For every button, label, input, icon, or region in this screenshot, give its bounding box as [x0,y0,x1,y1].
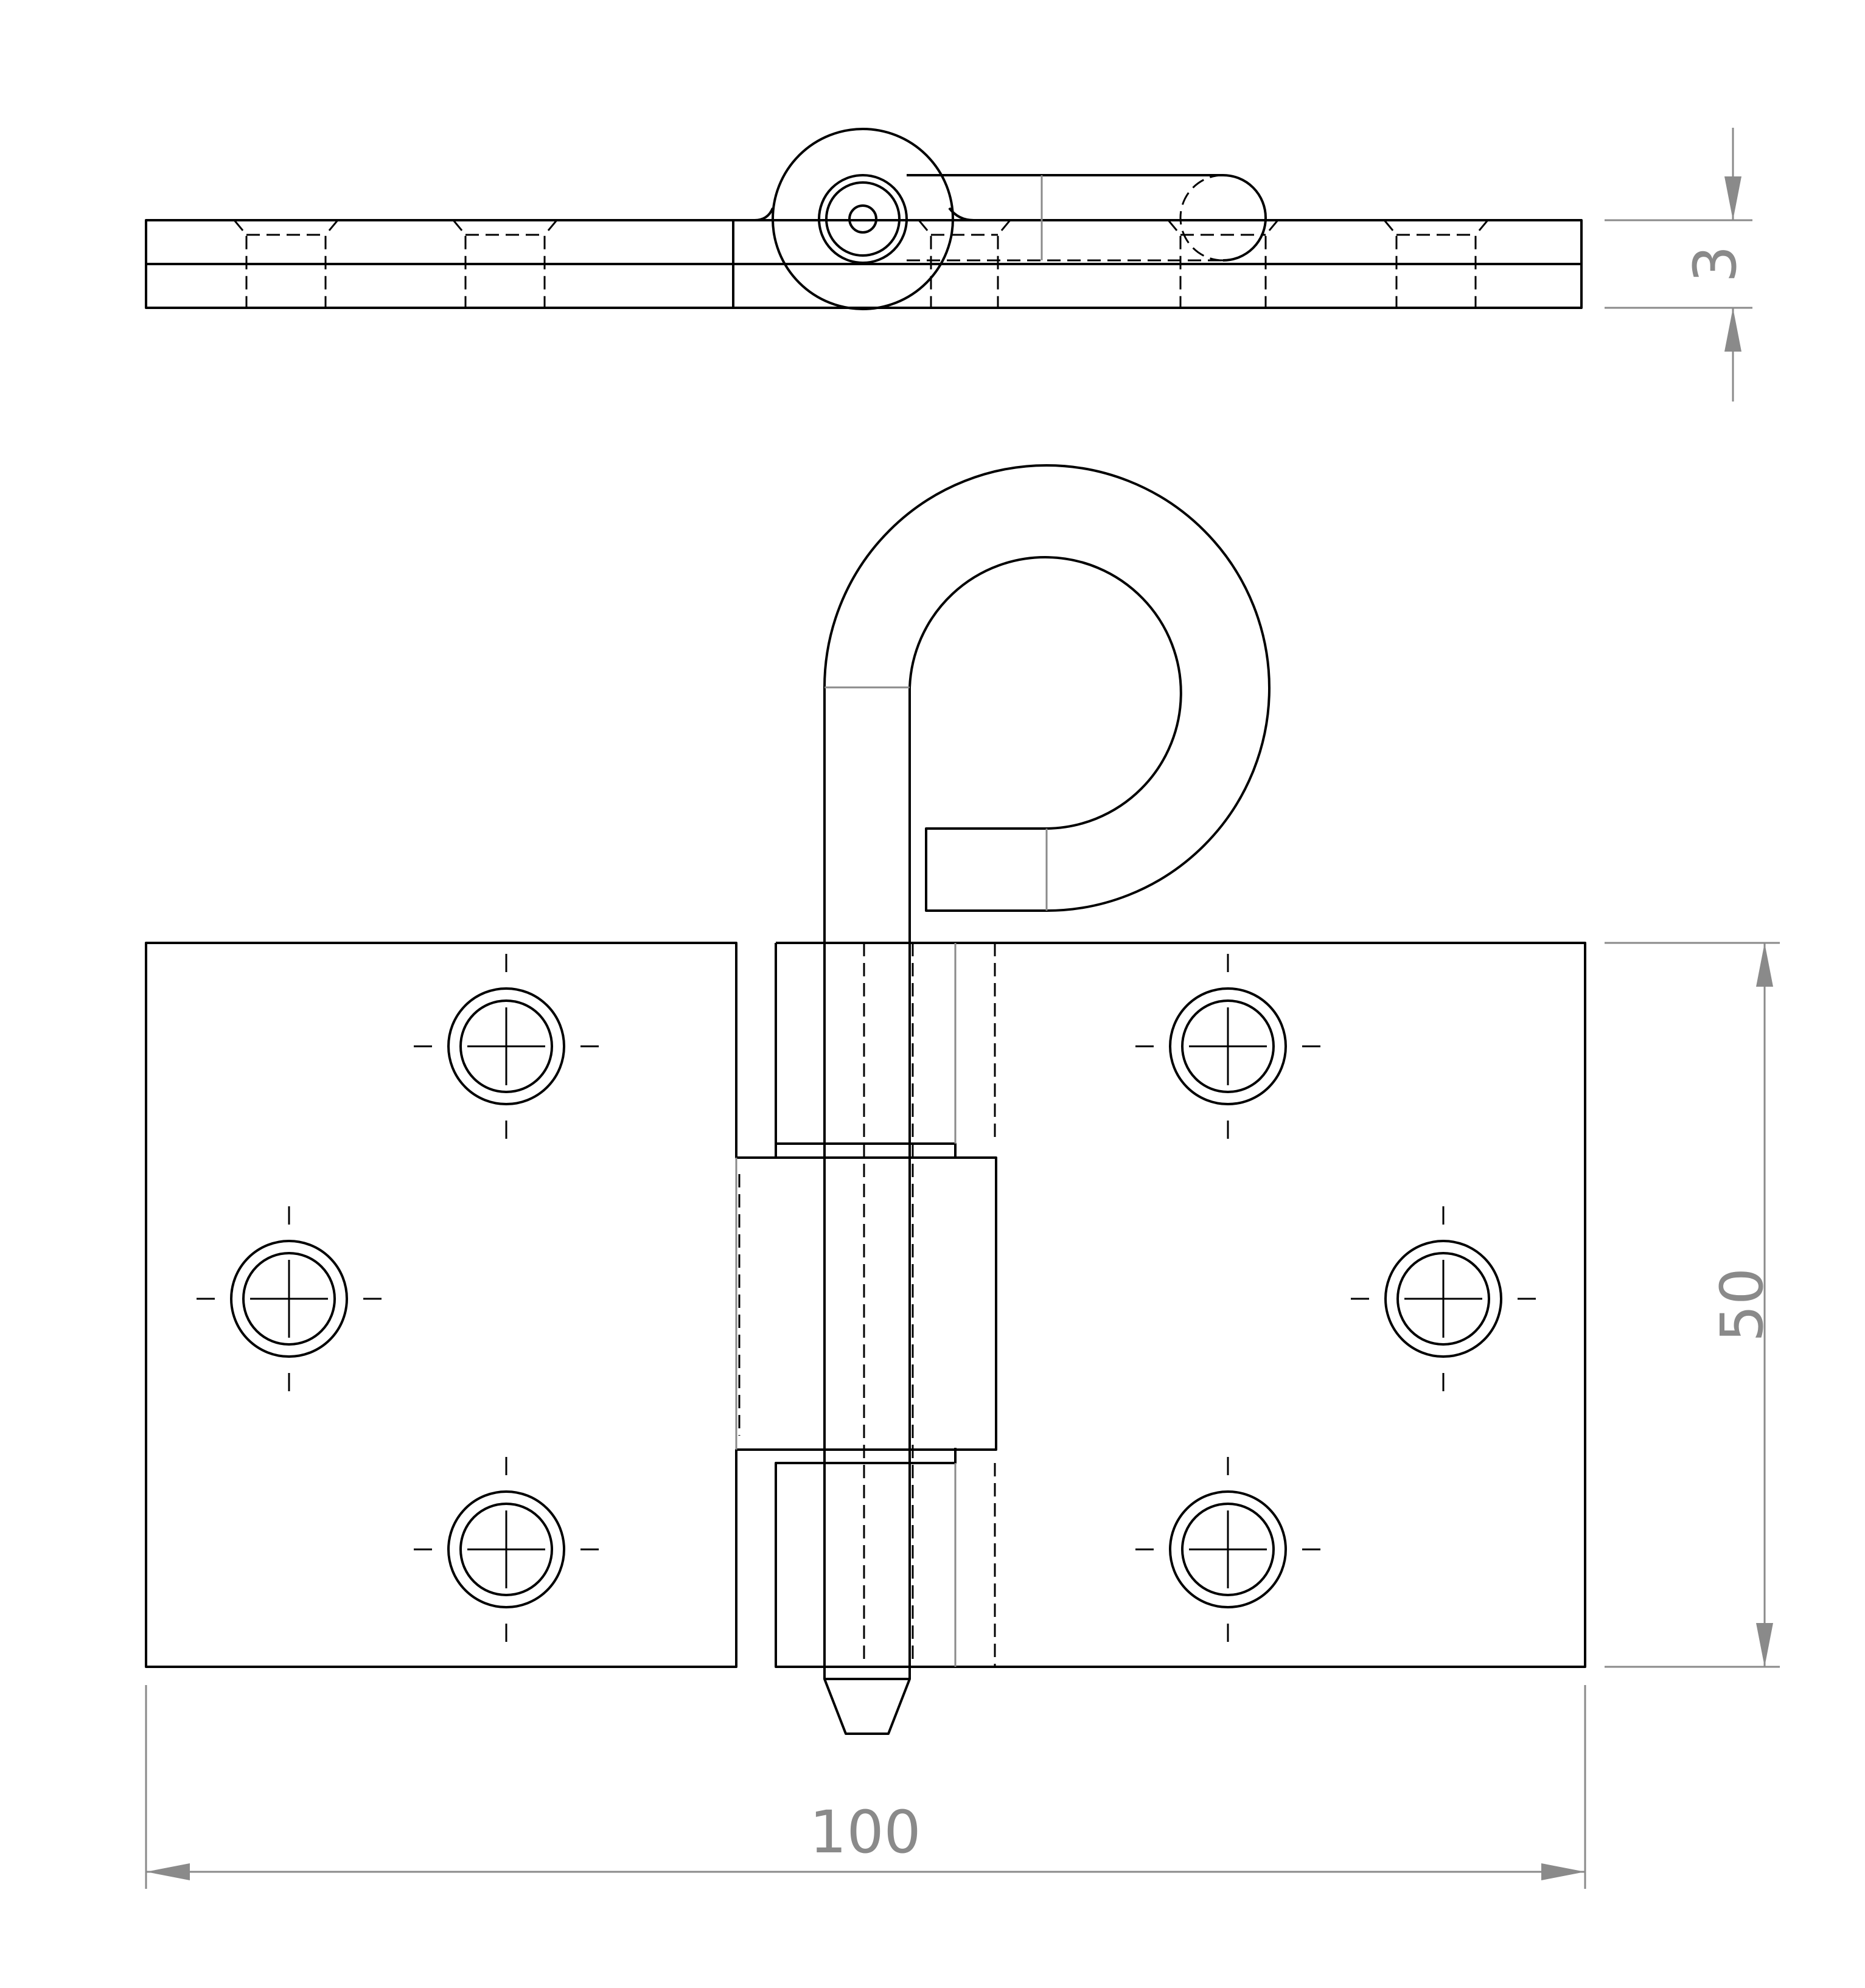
top-view-pin-center-hole [848,204,877,234]
screw-hole-3 [414,1457,599,1642]
top-view-screw-hole-4 [1167,220,1279,308]
front-view-right-leaf [775,942,1586,1668]
top-view-hook-end [1222,174,1267,262]
dimension-width: 100 [145,1685,1586,1889]
thickness-label: 3 [1681,245,1749,282]
front-view [145,464,1586,1735]
top-view-screw-hole-5 [1383,220,1489,308]
height-arrow-top [1756,943,1773,987]
top-view-pin-inner [825,181,901,257]
thickness-arrow-top [1724,176,1741,220]
screw-hole-6 [1135,1457,1320,1642]
front-view-pin-tip [823,1678,911,1735]
width-arrow-left [146,1863,190,1880]
top-view-knuckle-hidden [772,128,954,310]
front-view-hook [823,464,1271,912]
top-view-hook-end-hidden [1179,174,1224,262]
front-view-left-leaf [145,942,997,1668]
screw-hole-5 [1351,1206,1536,1391]
thickness-arrow-bottom [1724,308,1741,352]
screw-hole-2 [197,1206,382,1391]
top-view-left-fillet [733,207,774,221]
height-arrow-bottom [1756,1623,1773,1667]
top-view-right-fillet [948,207,998,221]
top-view-screw-hole-2 [452,220,558,308]
height-label: 50 [1708,1268,1776,1342]
top-view-pin-outer [818,174,908,264]
top-view [145,128,1583,310]
screw-hole-1 [414,954,599,1139]
dimension-height: 50 [1605,942,1780,1668]
top-view-screw-hole-3 [918,220,1011,308]
screw-hole-4 [1135,954,1320,1139]
width-arrow-right [1541,1863,1585,1880]
top-view-screw-hole-1 [233,220,339,308]
dimension-thickness: 3 [1605,128,1752,401]
width-label: 100 [809,1798,921,1866]
